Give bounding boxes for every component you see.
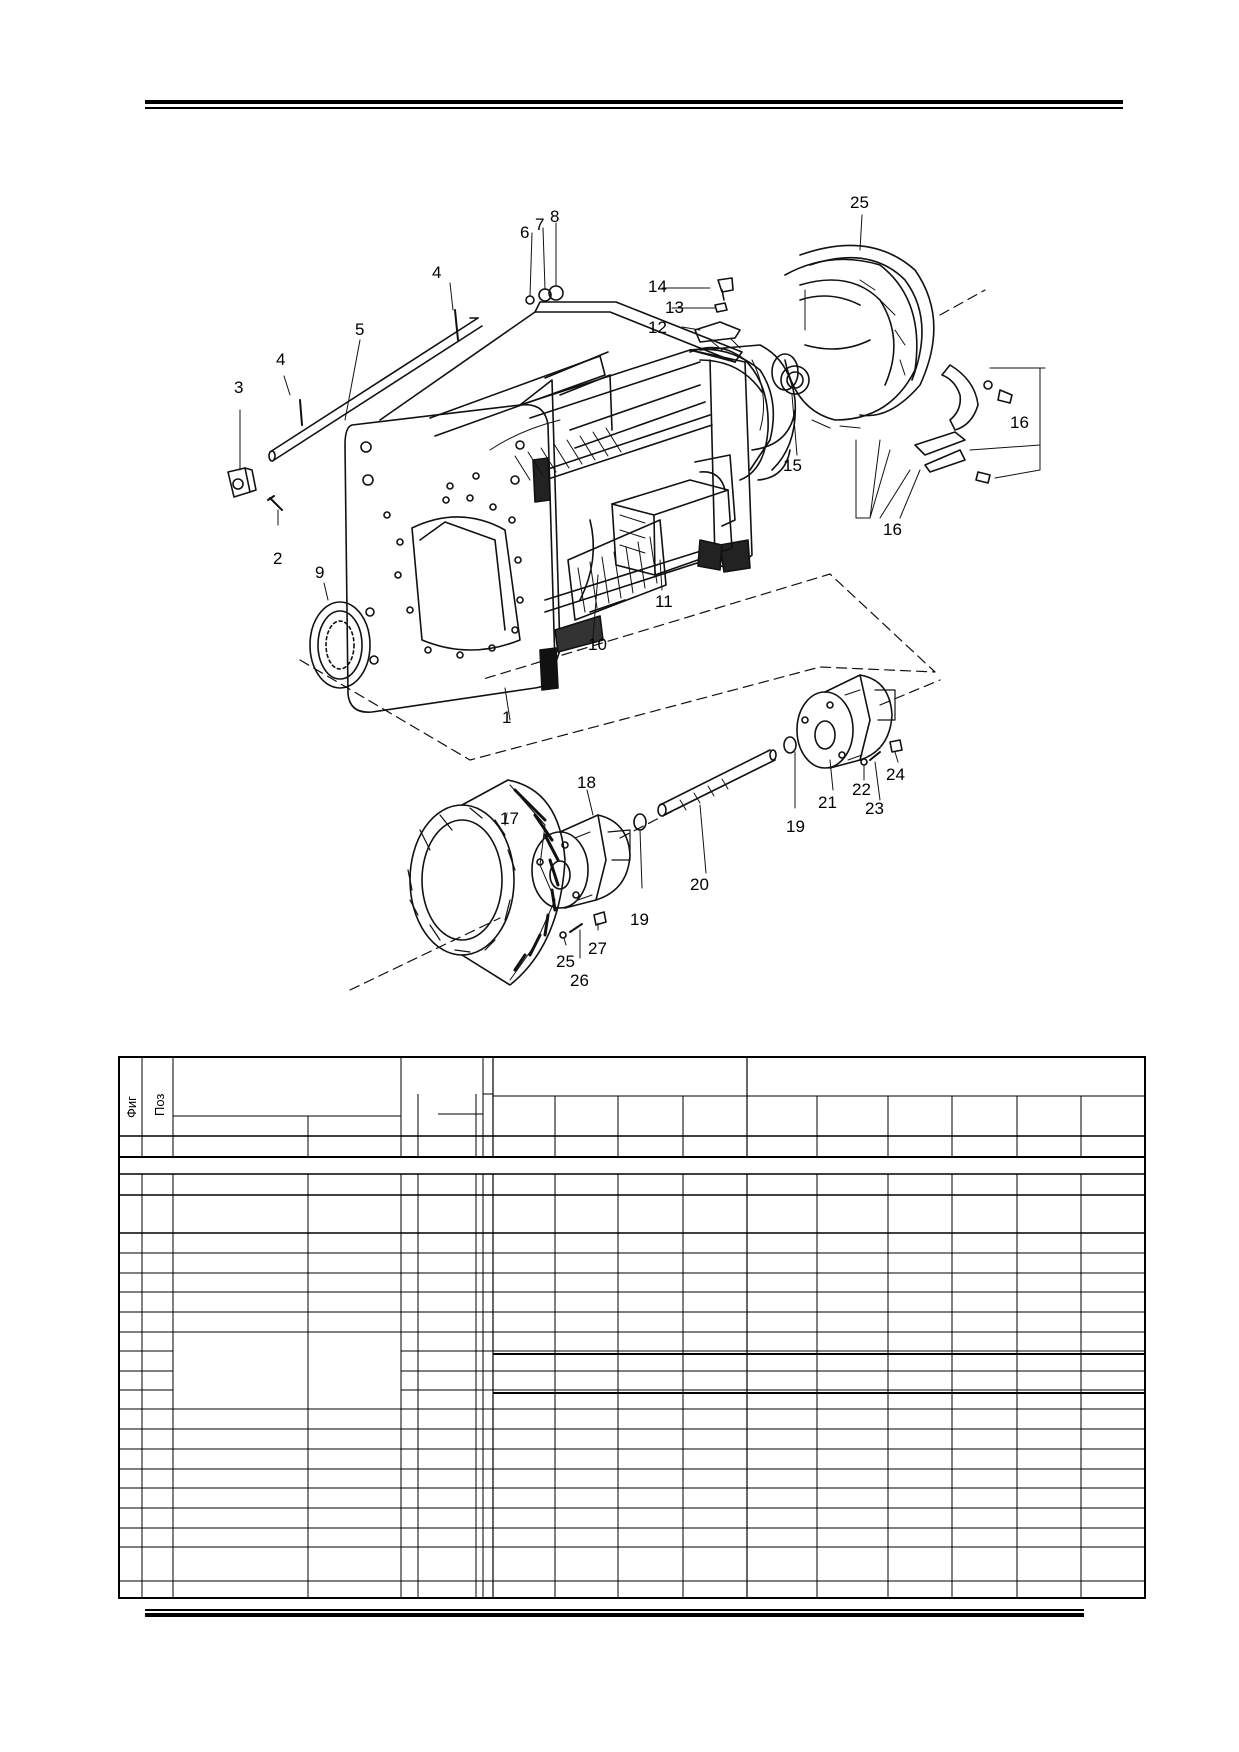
callouts: 1 2 3 4 4 5 6 7 8 9 10 11 12 13 14 15 16…	[234, 193, 1029, 990]
callout: 5	[355, 320, 364, 339]
washer-6	[525, 295, 535, 305]
callout: 4	[276, 350, 285, 369]
callout: 16	[883, 520, 902, 539]
callout: 3	[234, 378, 243, 397]
callout: 9	[315, 563, 324, 582]
callout: 25	[556, 952, 575, 971]
bottom-rule-thin	[145, 1609, 1084, 1611]
drum-17	[407, 779, 566, 986]
callout: 23	[865, 799, 884, 818]
exploded-view-drawing: 1 2 3 4 4 5 6 7 8 9 10 11 12 13 14 15 16…	[227, 193, 1046, 991]
callout: 22	[852, 780, 871, 799]
washer-22	[860, 758, 868, 766]
ring-19b	[783, 736, 797, 754]
ring-15	[771, 353, 799, 391]
callout: 21	[818, 793, 837, 812]
screw-26	[569, 923, 583, 933]
brake-box	[611, 454, 736, 576]
callout: 24	[886, 765, 905, 784]
bolt-16a	[983, 380, 993, 390]
bolt-16b	[997, 389, 1013, 404]
housing-frame	[344, 301, 796, 713]
callout: 19	[630, 910, 649, 929]
brake-ring-assembly	[784, 244, 935, 429]
callout: 14	[648, 277, 667, 296]
clamp-12	[694, 321, 741, 343]
washer-25b	[559, 931, 567, 939]
nut-27	[593, 911, 607, 926]
column-header-fig: Фиг	[124, 1096, 139, 1118]
column-header-pos: Поз	[152, 1094, 167, 1116]
top-rule-thin	[145, 107, 1123, 109]
callout: 4	[432, 263, 441, 282]
pin-4a	[299, 399, 303, 426]
callout: 18	[577, 773, 596, 792]
callout: 26	[570, 971, 589, 990]
bottom-rule-thick	[145, 1613, 1084, 1617]
callout: 7	[535, 215, 544, 234]
callout: 27	[588, 939, 607, 958]
washer-13	[714, 302, 728, 313]
shaft-20	[657, 749, 777, 817]
callout: 12	[648, 318, 667, 337]
spline-ring-9	[309, 601, 371, 689]
callout: 20	[690, 875, 709, 894]
flange-21	[796, 674, 896, 769]
callout: 1	[502, 708, 511, 727]
bracket-3	[227, 467, 257, 498]
table-border	[118, 1056, 1146, 1599]
top-rule-thick	[145, 100, 1123, 104]
callout: 8	[550, 207, 559, 226]
pin-4b	[454, 309, 459, 341]
screw-2	[267, 495, 283, 511]
callout: 16	[1010, 413, 1029, 432]
callout: 6	[520, 223, 529, 242]
callout: 2	[273, 549, 282, 568]
parts-list-table: Фиг Поз	[118, 1056, 1146, 1599]
screw-23	[869, 751, 881, 761]
callout: 19	[786, 817, 805, 836]
brake-shoe-16c	[924, 449, 966, 473]
callout: 25	[850, 193, 869, 212]
callout: 17	[500, 809, 519, 828]
bolt-16c	[975, 471, 991, 484]
callout: 13	[665, 298, 684, 317]
callout: 15	[783, 456, 802, 475]
bolt-14	[717, 277, 734, 301]
rod	[268, 317, 483, 462]
brake-shoe-16b	[914, 431, 966, 456]
nut-24	[889, 739, 903, 753]
callout: 10	[588, 635, 607, 654]
flange-18	[531, 814, 631, 909]
brake-shoe-16a	[941, 364, 979, 431]
callout: 11	[655, 592, 673, 611]
